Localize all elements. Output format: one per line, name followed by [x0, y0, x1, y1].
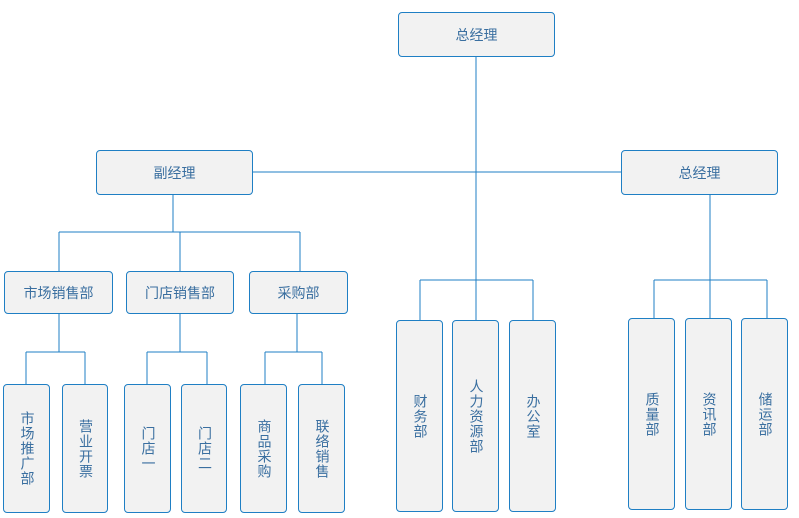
node-label: 人力资源部 [467, 378, 484, 454]
node-label: 质量部 [643, 391, 660, 437]
node-label: 办公室 [524, 393, 541, 439]
node-goods-purchase: 商品采购 [240, 384, 287, 513]
node-label: 商品采购 [255, 418, 272, 479]
node-label: 总经理 [678, 165, 721, 182]
node-store-sales-dept: 门店销售部 [126, 271, 234, 314]
node-label: 财务部 [411, 393, 428, 439]
node-invoicing: 营业开票 [62, 384, 108, 513]
node-joint-sales: 联络销售 [298, 384, 345, 513]
node-label: 副经理 [153, 165, 196, 182]
node-label: 市场推广部 [18, 411, 35, 486]
node-storage-dept: 储运部 [741, 318, 788, 510]
node-store-2: 门店二 [181, 384, 227, 513]
node-label: 营业开票 [77, 418, 93, 479]
node-purchase-dept: 采购部 [249, 271, 348, 314]
node-label: 市场销售部 [23, 285, 94, 302]
node-general-manager-top: 总经理 [398, 12, 555, 57]
node-label: 联络销售 [313, 418, 330, 479]
node-label: 总经理 [455, 27, 498, 44]
node-label: 门店一 [139, 426, 156, 471]
node-store-1: 门店一 [124, 384, 171, 513]
node-label: 采购部 [277, 285, 320, 302]
node-label: 储运部 [756, 391, 773, 437]
node-hr-dept: 人力资源部 [452, 320, 499, 512]
node-market-promotion: 市场推广部 [3, 384, 50, 513]
node-label: 门店二 [196, 426, 212, 471]
node-deputy-manager: 副经理 [96, 150, 253, 195]
node-office: 办公室 [509, 320, 556, 512]
node-label: 门店销售部 [145, 285, 215, 302]
node-info-dept: 资讯部 [685, 318, 732, 510]
node-label: 资讯部 [700, 391, 717, 437]
node-market-sales-dept: 市场销售部 [4, 271, 113, 314]
node-quality-dept: 质量部 [628, 318, 675, 510]
node-general-manager-right: 总经理 [621, 150, 778, 195]
node-finance-dept: 财务部 [396, 320, 443, 512]
